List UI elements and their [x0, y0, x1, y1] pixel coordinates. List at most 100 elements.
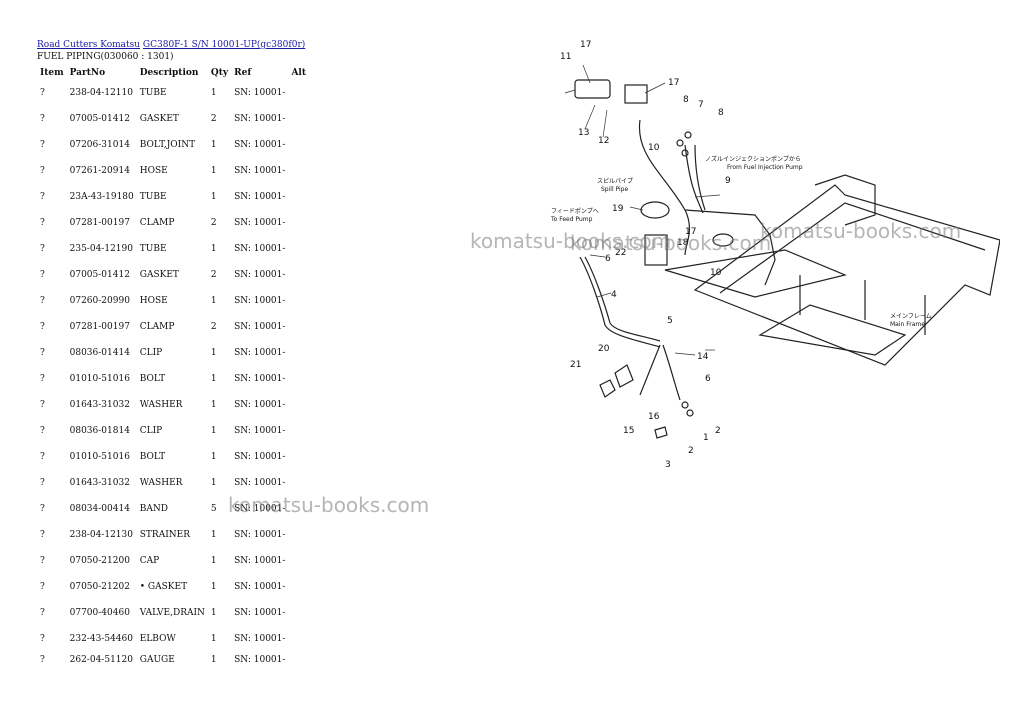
breadcrumb-link-catalog[interactable]: Road Cutters Komatsu [37, 40, 141, 50]
cell-description: GASKET [139, 270, 179, 280]
callout-7: 7 [698, 100, 704, 110]
cell-item: ? [40, 426, 45, 436]
cell-item: ? [40, 114, 45, 124]
cell-ref: SN: 10001- [234, 400, 286, 410]
strainer-body-22 [644, 234, 668, 266]
cell-partno: 07005-01412 [69, 114, 130, 124]
injection-line [684, 209, 776, 286]
cell-qty: 1 [210, 582, 217, 592]
cell-alt [288, 80, 314, 106]
label-main-frame-en: Main Frame [890, 321, 925, 328]
cell-partno: 262-04-51120 [69, 655, 133, 665]
cell-ref: SN: 10001- [234, 296, 286, 306]
cell-ref: SN: 10001- [234, 270, 286, 280]
cell-partno: 07700-40460 [69, 608, 130, 618]
cell-description: BOLT [139, 374, 166, 384]
breadcrumb: Road Cutters Komatsu GC380F-1 S/N 10001-… [37, 40, 305, 51]
cell-alt [288, 496, 314, 522]
cell-alt [288, 288, 314, 314]
cell-ref: SN: 10001- [234, 218, 286, 228]
header-item: Item [40, 68, 64, 78]
cell-qty: 1 [210, 244, 217, 254]
cell-description: STRAINER [139, 530, 190, 540]
header-qty: Qty [210, 68, 229, 78]
callout-19: 19 [612, 204, 624, 214]
cell-item: ? [40, 140, 45, 150]
cell-alt [288, 652, 314, 668]
callout-8b: 8 [718, 108, 724, 118]
cell-qty: 1 [210, 655, 217, 665]
cell-ref: SN: 10001- [234, 322, 286, 332]
cap-18 [712, 233, 734, 247]
cell-qty: 1 [210, 348, 217, 358]
cell-partno: 07281-00197 [69, 218, 130, 228]
cell-description: CAP [139, 556, 160, 566]
callout-3: 3 [665, 460, 671, 470]
cell-partno: 238-04-12110 [69, 88, 133, 98]
breadcrumb-link-model[interactable]: GC380F-1 S/N 10001-UP(gc380f0r) [142, 40, 306, 50]
gasket-7 [684, 131, 692, 139]
callout-1: 1 [703, 433, 709, 443]
cell-ref: SN: 10001- [234, 166, 286, 176]
cell-description: • GASKET [139, 582, 188, 592]
cell-alt [288, 522, 314, 548]
cell-ref: SN: 10001- [234, 530, 286, 540]
cell-alt [288, 236, 314, 262]
cell-ref: SN: 10001- [234, 634, 286, 644]
cell-item: ? [40, 88, 45, 98]
cell-qty: 1 [210, 530, 217, 540]
callout-6a: 6 [605, 254, 611, 264]
callout-8a: 8 [683, 95, 689, 105]
callout-20: 20 [598, 344, 610, 354]
cell-ref: SN: 10001- [234, 655, 286, 665]
cell-description: WASHER [139, 478, 183, 488]
feed-tube-upper [694, 144, 706, 211]
cell-partno: 07260-20990 [69, 296, 130, 306]
leader-17 [644, 82, 666, 94]
cell-item: ? [40, 166, 45, 176]
cell-qty: 1 [210, 634, 217, 644]
cell-description: TUBE [139, 192, 167, 202]
cell-alt [288, 132, 314, 158]
callout-9: 9 [725, 176, 731, 186]
cell-alt [288, 106, 314, 132]
cell-alt [288, 262, 314, 288]
cell-partno: 01643-31032 [69, 478, 130, 488]
label-feed-pump-jp: フィードポンプへ [551, 207, 599, 215]
cell-description: ELBOW [139, 634, 176, 644]
cell-alt [288, 366, 314, 392]
callout-5: 5 [667, 316, 673, 326]
cell-qty: 1 [210, 166, 217, 176]
cell-qty: 1 [210, 452, 217, 462]
cell-item: ? [40, 608, 45, 618]
cell-alt [288, 418, 314, 444]
cell-partno: 01010-51016 [69, 374, 130, 384]
label-injection-pump-en: From Fuel Injection Pump [727, 164, 803, 171]
leader-11 [564, 89, 576, 94]
tank-plate [664, 249, 847, 298]
bolt-3 [654, 426, 668, 439]
cell-ref: SN: 10001- [234, 374, 286, 384]
main-frame-slot [758, 304, 907, 356]
cell-ref: SN: 10001- [234, 608, 286, 618]
leader-12 [602, 109, 608, 138]
cell-item: ? [40, 218, 45, 228]
cell-item: ? [40, 322, 45, 332]
cell-partno: 07005-01412 [69, 270, 130, 280]
cell-description: BOLT [139, 452, 166, 462]
leader-14 [674, 352, 696, 356]
cell-ref: SN: 10001- [234, 114, 286, 124]
cell-item: ? [40, 556, 45, 566]
cell-partno: 23A-43-19180 [69, 192, 134, 202]
cell-description: TUBE [139, 244, 167, 254]
leader-4 [596, 292, 612, 298]
